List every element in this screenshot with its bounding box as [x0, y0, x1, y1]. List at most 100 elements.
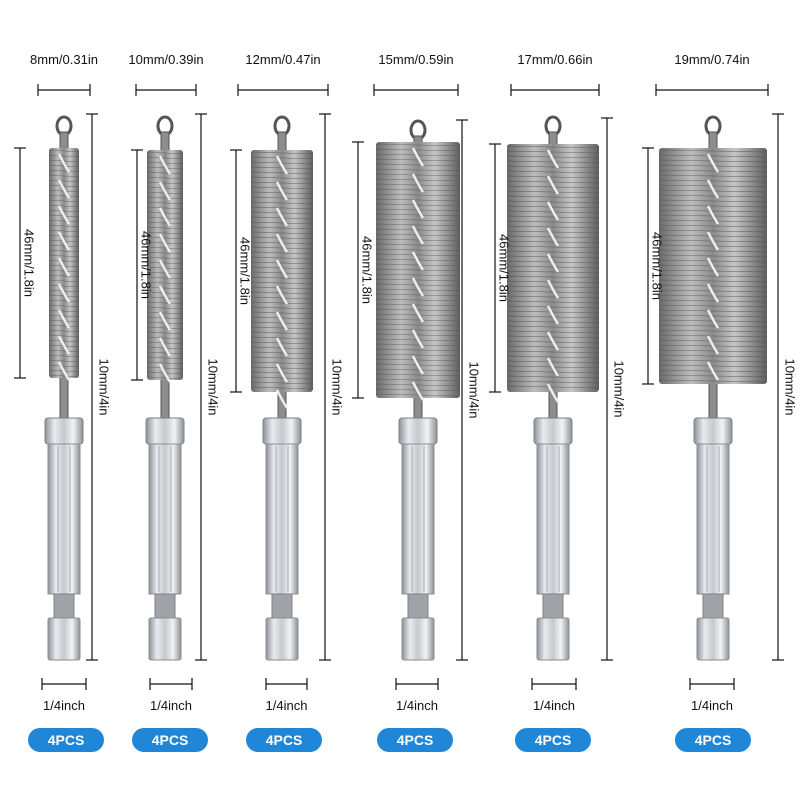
diameter-label: 10mm/0.39in	[128, 52, 204, 67]
wire-twist	[158, 155, 172, 175]
bristle-strand	[146, 251, 184, 255]
bristle-strand	[250, 301, 314, 305]
bristle-strand	[658, 274, 768, 278]
shank-tip	[47, 617, 81, 661]
wire-brush	[506, 115, 600, 661]
bristle-strand	[658, 169, 768, 173]
bristle-strand	[506, 320, 600, 324]
bristle-strand	[250, 261, 314, 265]
wire-twist	[275, 389, 289, 409]
bristle-strand	[146, 186, 184, 190]
bristle-strand	[506, 245, 600, 249]
bristle-strand	[506, 300, 600, 304]
wire-twist	[57, 231, 71, 251]
bristle-strand	[146, 261, 184, 265]
bristle-strand	[250, 231, 314, 235]
bristle-strand	[250, 226, 314, 230]
wire-twist	[158, 181, 172, 201]
overall-length-dimension-line	[456, 119, 468, 661]
bristle-strand	[506, 360, 600, 364]
hex-shank	[536, 443, 570, 595]
quantity-badge: 4PCS	[515, 728, 591, 752]
shank-dimension-line	[395, 678, 439, 690]
bristle-strand	[658, 204, 768, 208]
bristle-strand	[375, 238, 461, 242]
bristle-strand	[250, 236, 314, 240]
wire-twist	[158, 363, 172, 383]
bristle-strand	[375, 213, 461, 217]
shank-collar	[44, 417, 84, 445]
shank-collar	[262, 417, 302, 445]
bristle-strand	[48, 199, 80, 203]
bristle-strand	[48, 339, 80, 343]
overall-length-label: 10mm/4in	[466, 361, 482, 419]
bristle-strand	[250, 341, 314, 345]
bristle-strand	[375, 253, 461, 257]
bristle-strand	[375, 273, 461, 277]
bristle-strand	[506, 280, 600, 284]
bristle-strand	[658, 299, 768, 303]
bristle-strand	[250, 316, 314, 320]
bristle-strand	[146, 336, 184, 340]
shank-dimension-line	[531, 678, 577, 690]
shank-tip	[401, 617, 435, 661]
hex-shank	[265, 443, 299, 595]
wire-twist	[275, 207, 289, 227]
bristle-strand	[375, 343, 461, 347]
bristle-strand	[658, 364, 768, 368]
bristle-strand	[48, 309, 80, 313]
bristle-strand	[48, 149, 80, 153]
shank-size-label: 1/4inch	[691, 698, 733, 713]
wire-twist	[546, 201, 560, 221]
bristle-strand	[658, 149, 768, 153]
bristle-strand	[250, 286, 314, 290]
bristle-strand	[506, 385, 600, 389]
bristle-strand	[146, 366, 184, 370]
overall-length-label: 10mm/4in	[96, 358, 112, 416]
bristle-strand	[146, 246, 184, 250]
bristle-strand	[506, 180, 600, 184]
wire-twist	[706, 153, 720, 173]
bristle-strand	[250, 281, 314, 285]
bristle-strand	[48, 314, 80, 318]
diameter-dimension-line	[655, 84, 769, 96]
wire-twist	[275, 363, 289, 383]
bristle-strand	[506, 230, 600, 234]
bristle-strand	[250, 181, 314, 185]
wire-twist	[411, 225, 425, 245]
bristle-strand	[375, 173, 461, 177]
bristle-strand	[250, 176, 314, 180]
bristle-strand	[658, 219, 768, 223]
bristle-strand	[506, 195, 600, 199]
bristle-strand	[250, 336, 314, 340]
bristle-strand	[146, 211, 184, 215]
wire-twist	[411, 355, 425, 375]
wire-twist	[411, 251, 425, 271]
wire-twist	[546, 383, 560, 403]
bristle-strand	[658, 309, 768, 313]
bristle-strand	[375, 263, 461, 267]
wire-twist	[275, 233, 289, 253]
shank-tip	[265, 617, 299, 661]
quantity-badge: 4PCS	[246, 728, 322, 752]
bristle-strand	[48, 254, 80, 258]
wire-twist	[57, 205, 71, 225]
bristle-strand	[146, 356, 184, 360]
bristle-strand	[375, 198, 461, 202]
bristle-strand	[375, 228, 461, 232]
bristle-strand	[506, 225, 600, 229]
wire-twist	[158, 259, 172, 279]
overall-length-label: 10mm/4in	[611, 360, 627, 418]
wire-twist	[546, 331, 560, 351]
wire-twist	[57, 153, 71, 173]
bristle-strand	[146, 181, 184, 185]
wire-twist	[706, 361, 720, 381]
bristle-strand	[250, 351, 314, 355]
bristle-strand	[250, 206, 314, 210]
hex-shank	[148, 443, 182, 595]
bristle-strand	[658, 379, 768, 383]
bristle-strand	[146, 316, 184, 320]
bristle-strand	[658, 249, 768, 253]
bristle-strand	[250, 381, 314, 385]
